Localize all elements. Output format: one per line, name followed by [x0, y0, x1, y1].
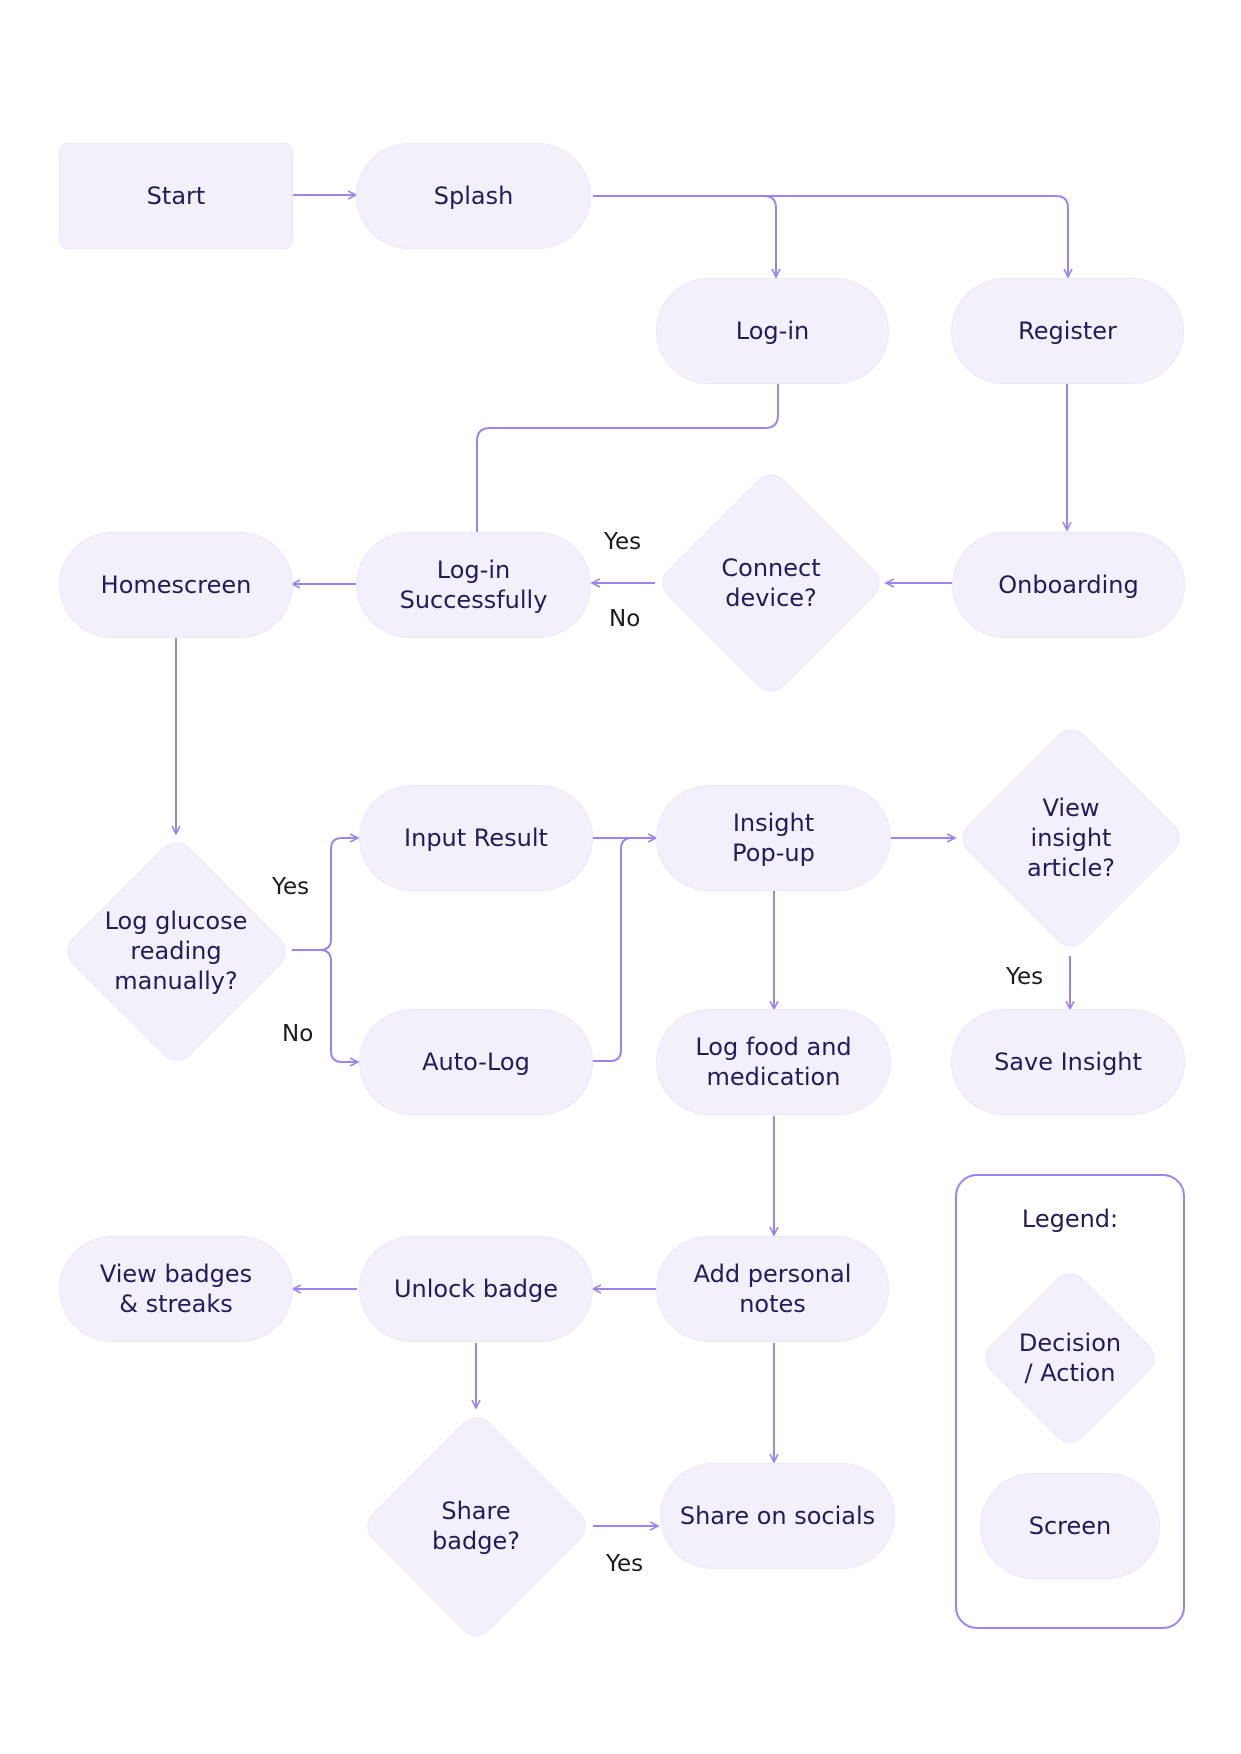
- edge-label-connect-no: No: [609, 606, 641, 632]
- node-save-insight: Save Insight: [951, 1009, 1185, 1115]
- node-login-label: Log-in: [735, 317, 810, 345]
- node-start-label: Start: [146, 182, 206, 210]
- node-view-badges: View badges & streaks: [59, 1236, 293, 1342]
- decision-log-glucose: Log glucose reading manually?: [59, 834, 293, 1068]
- node-insight-popup: Insight Pop-up: [656, 785, 891, 891]
- edge-glucose-input: [292, 838, 358, 951]
- node-homescreen-label: Homescreen: [100, 571, 252, 599]
- edge-label-connect-yes: Yes: [604, 529, 642, 555]
- edge-autolog-insight: [593, 837, 633, 1062]
- node-auto-log: Auto-Log: [359, 1009, 593, 1115]
- edge-glucose-autolog: [319, 949, 358, 1062]
- decision-share-badge-label: Share badge?: [432, 1497, 520, 1555]
- legend-screen-label: Screen: [1028, 1512, 1112, 1540]
- node-onboarding-label: Onboarding: [998, 571, 1139, 599]
- node-homescreen: Homescreen: [59, 532, 293, 638]
- edge-login-success: [476, 384, 779, 532]
- legend-title: Legend:: [1021, 1205, 1119, 1233]
- node-input-result: Input Result: [359, 785, 593, 891]
- legend-screen-sample: Screen: [980, 1473, 1160, 1579]
- node-log-food-label: Log food and medication: [695, 1033, 852, 1091]
- edge-label-insight-yes: Yes: [1006, 964, 1044, 990]
- legend-decision-sample: Decision / Action: [978, 1266, 1162, 1450]
- edge-splash-login: [593, 195, 776, 277]
- node-login-success-label: Log-in Successfully: [399, 556, 548, 614]
- node-save-insight-label: Save Insight: [994, 1048, 1142, 1076]
- node-log-food: Log food and medication: [656, 1009, 891, 1115]
- node-onboarding: Onboarding: [952, 532, 1185, 638]
- node-login: Log-in: [656, 278, 889, 384]
- node-unlock-badge: Unlock badge: [359, 1236, 593, 1342]
- decision-connect-device-label: Connect device?: [721, 554, 821, 612]
- decision-view-insight-label: View insight article?: [1026, 794, 1116, 882]
- node-share-socials: Share on socials: [660, 1463, 895, 1569]
- node-start: Start: [59, 143, 293, 249]
- node-view-badges-label: View badges & streaks: [99, 1260, 253, 1318]
- decision-view-insight: View insight article?: [955, 722, 1187, 954]
- edge-label-share-yes: Yes: [606, 1551, 644, 1577]
- node-add-notes-label: Add personal notes: [693, 1260, 852, 1318]
- node-insight-popup-label: Insight Pop-up: [732, 809, 815, 867]
- node-register: Register: [951, 278, 1184, 384]
- node-splash: Splash: [356, 143, 591, 249]
- decision-connect-device: Connect device?: [655, 467, 887, 699]
- decision-log-glucose-label: Log glucose reading manually?: [104, 907, 248, 995]
- legend-box: [955, 1174, 1185, 1629]
- node-register-label: Register: [1018, 317, 1117, 345]
- node-add-notes: Add personal notes: [656, 1236, 889, 1342]
- node-unlock-badge-label: Unlock badge: [393, 1275, 559, 1303]
- node-login-success: Log-in Successfully: [356, 532, 591, 638]
- edge-splash-register: [764, 195, 1068, 277]
- node-splash-label: Splash: [433, 182, 514, 210]
- decision-share-badge: Share badge?: [359, 1409, 593, 1643]
- edge-label-glucose-yes: Yes: [272, 874, 310, 900]
- node-share-socials-label: Share on socials: [679, 1502, 876, 1530]
- legend-decision-label: Decision / Action: [1018, 1329, 1122, 1387]
- node-auto-log-label: Auto-Log: [422, 1048, 530, 1076]
- edge-label-glucose-no: No: [282, 1021, 314, 1047]
- node-input-result-label: Input Result: [404, 824, 548, 852]
